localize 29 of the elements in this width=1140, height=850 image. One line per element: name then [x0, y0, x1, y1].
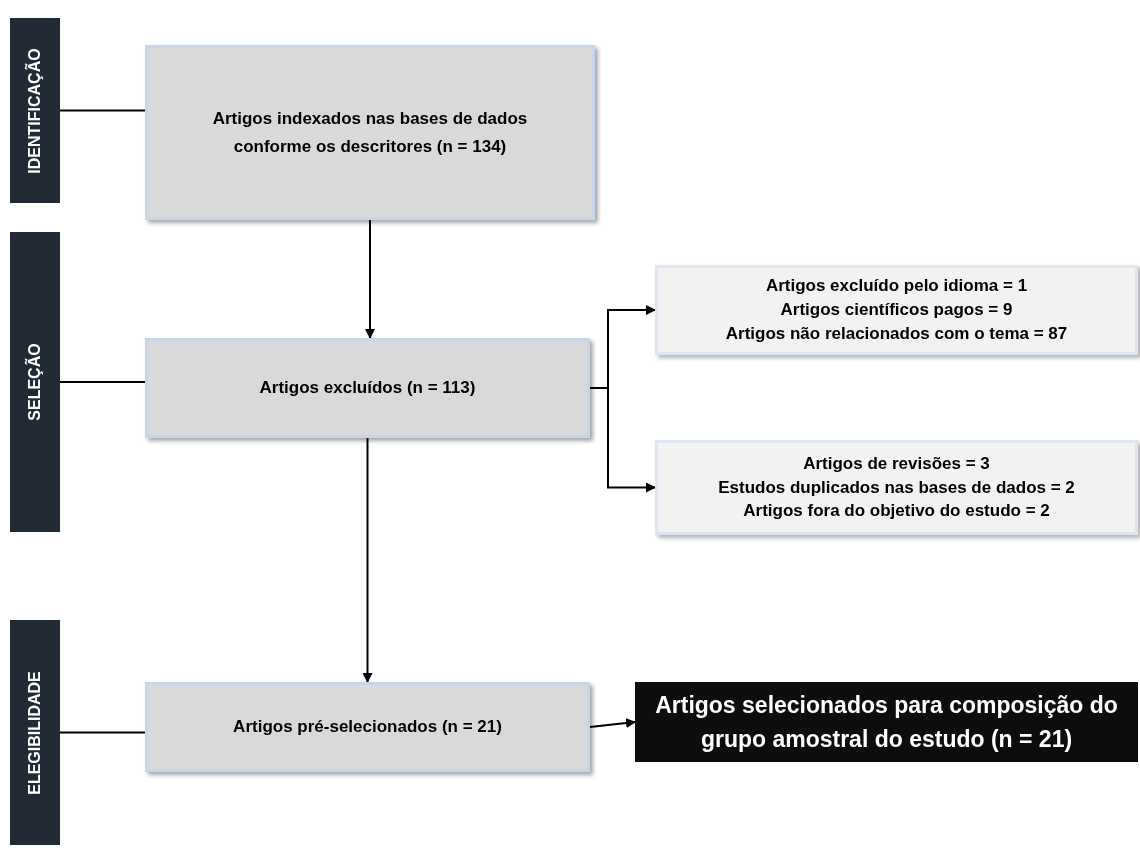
box-text: Artigos excluído pelo idioma = 1 — [765, 275, 1028, 298]
connector-line — [59, 109, 146, 112]
connector-line — [59, 731, 146, 734]
box-text: Artigos não relacionados com o tema = 87 — [725, 322, 1068, 345]
arrow — [589, 387, 656, 493]
process-box — [145, 45, 595, 220]
arrow — [365, 219, 375, 339]
result-box — [635, 682, 1138, 762]
box-text: Artigos excluídos (n = 113) — [258, 377, 477, 400]
process-box — [655, 265, 1138, 355]
box-text: Artigos científicos pagos = 9 — [780, 299, 1013, 322]
box-text: Artigos indexados nas bases de dados conforme os descritores (n = 134) — [211, 108, 529, 158]
process-box — [655, 440, 1138, 535]
box-text: Artigos pré-selecionados (n = 21) — [232, 716, 503, 739]
arrow — [589, 718, 636, 728]
box-text: Artigos de revisões = 3 — [803, 452, 990, 475]
stage-label: IDENTIFICAÇÃO — [24, 47, 44, 174]
connector-line — [59, 381, 146, 383]
box-text: Artigos fora do objetivo do estudo = 2 — [743, 500, 1050, 523]
stage-band — [10, 18, 60, 203]
box-text: Artigos selecionados para composição do grupo amostral do estudo (n = 21) — [654, 690, 1119, 754]
arrow — [362, 437, 373, 683]
stage-band — [10, 232, 60, 532]
process-box — [145, 338, 590, 438]
box-text: Estudos duplicados nas bases de dados = 2 — [718, 476, 1075, 499]
stage-band — [10, 620, 60, 845]
stage-label: ELEGIBILIDADE — [25, 670, 44, 795]
stage-label: SELEÇÃO — [24, 343, 44, 421]
process-box — [145, 682, 590, 772]
